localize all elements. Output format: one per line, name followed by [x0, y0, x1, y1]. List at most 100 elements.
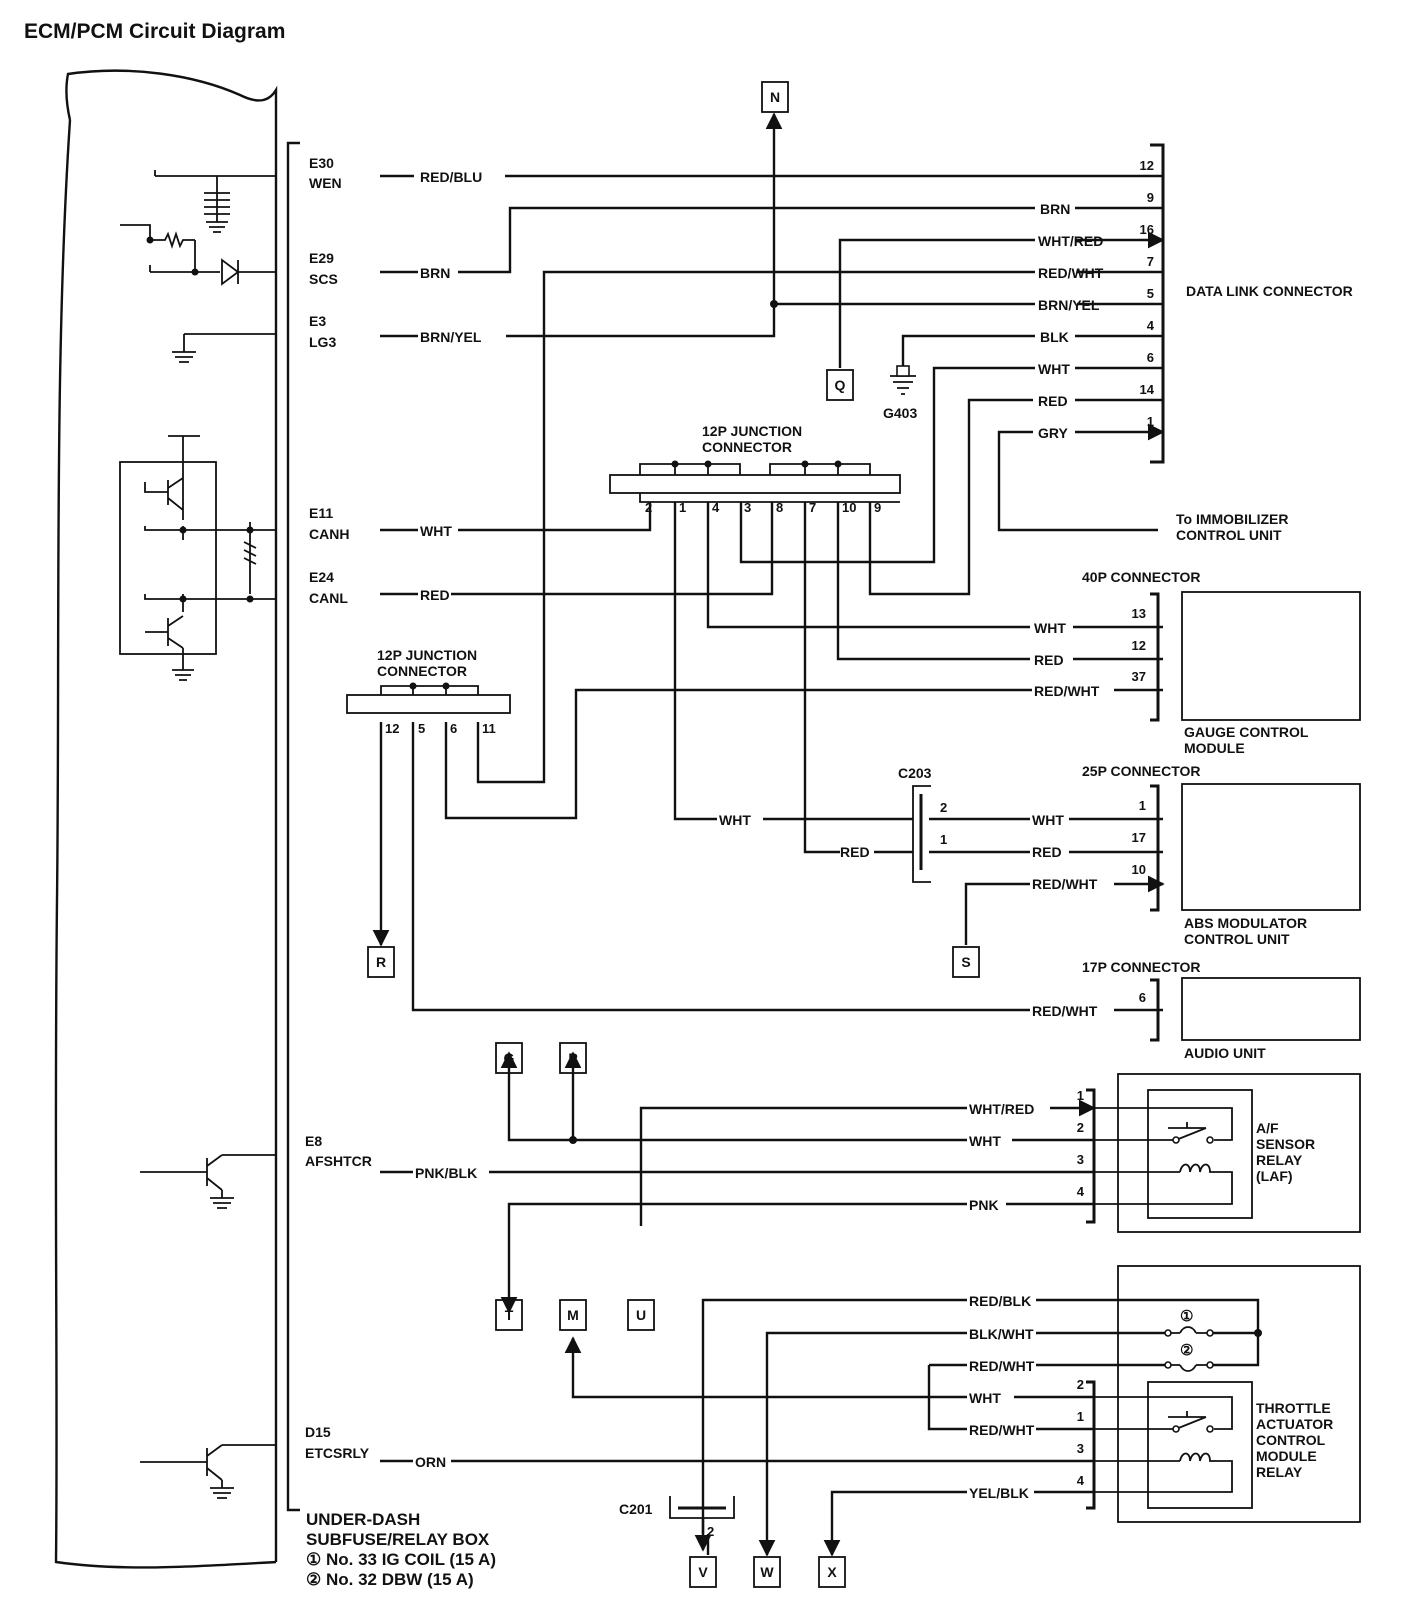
- throttle-relay: ① ② THROTTLE ACTUATOR CONTROL MODULE REL…: [415, 1265, 1361, 1523]
- wire-label: WHT/RED: [969, 1101, 1034, 1117]
- pin-number: 2: [1077, 1120, 1084, 1135]
- wire-label: RED/BLU: [420, 169, 482, 185]
- terminal-signal: SCS: [309, 271, 338, 287]
- svg-text:W: W: [760, 1564, 774, 1580]
- ref-box-m: M: [559, 1299, 587, 1331]
- ecm-terminals: E30 WEN E29 SCS E3 LG3 E11 CANH E24 CANL…: [305, 155, 372, 1461]
- ref-box-p: P: [559, 1042, 587, 1074]
- ground-g403: G403: [883, 365, 917, 421]
- connector-label: C201: [619, 1501, 653, 1517]
- pin-number: 10: [1132, 862, 1146, 877]
- immobilizer-label: To IMMOBILIZER CONTROL UNIT: [1176, 511, 1292, 543]
- wire-label: RED/WHT: [969, 1422, 1035, 1438]
- af-sensor-relay: A/F SENSOR RELAY (LAF) WHT/RED WHT PNK P…: [415, 1073, 1361, 1233]
- legend-title: UNDER-DASH: [306, 1510, 420, 1529]
- svg-text:N: N: [770, 89, 780, 105]
- module-label: AUDIO UNIT: [1184, 1045, 1266, 1061]
- legend-title: SUBFUSE/RELAY BOX: [306, 1530, 490, 1549]
- reference-boxes: N Q R S G P T M U V W X: [367, 81, 980, 1588]
- subfuse-legend: UNDER-DASH SUBFUSE/RELAY BOX ① No. 33 IG…: [306, 1510, 496, 1589]
- terminal-pin: E24: [309, 569, 334, 585]
- terminal-pin: E30: [309, 155, 334, 171]
- pin-number: 13: [1132, 606, 1146, 621]
- pin-number: 4: [1147, 318, 1155, 333]
- wire-label: RED/BLK: [969, 1293, 1031, 1309]
- pin-number: 1: [1077, 1088, 1084, 1103]
- fuse-mark: ①: [1180, 1308, 1193, 1325]
- audio-unit: 17P CONNECTOR AUDIO UNIT RED/WHT 6: [1032, 959, 1361, 1061]
- data-link-pin-numbers: 12 9 16 7 5 4 6 14 1: [1140, 158, 1155, 429]
- wire-label: RED/WHT: [1032, 1003, 1098, 1019]
- wire-label: WHT: [1032, 812, 1064, 828]
- pin-number: 6: [1139, 990, 1146, 1005]
- terminal-pin: D15: [305, 1424, 331, 1440]
- ref-box-r: R: [367, 946, 395, 978]
- junction-connector-upper: 12P JUNCTION CONNECTOR 2 1 4 3 8 7 10 9: [609, 423, 901, 515]
- pin-number: 1: [1147, 414, 1154, 429]
- svg-text:V: V: [698, 1564, 708, 1580]
- relay-label: THROTTLE ACTUATOR CONTROL MODULE RELAY: [1256, 1400, 1337, 1480]
- pin-number: 3: [1077, 1152, 1084, 1167]
- terminal-pin: E29: [309, 250, 334, 266]
- ref-box-n: N: [761, 81, 789, 113]
- pin-number: 14: [1140, 382, 1155, 397]
- terminal-signal: AFSHTCR: [305, 1153, 372, 1169]
- ecm-connector-bracket: [286, 141, 300, 1512]
- ecm-outline-left: [54, 119, 277, 1569]
- wire-label: BLK/WHT: [969, 1326, 1034, 1342]
- pin-number: 11: [482, 721, 496, 736]
- wires: [372, 114, 1262, 1555]
- wire-label: PNK/BLK: [415, 1165, 477, 1181]
- wire-label: BRN: [1040, 201, 1070, 217]
- pin-number: 4: [1077, 1473, 1085, 1488]
- wire-label: BRN/YEL: [420, 329, 482, 345]
- junction-connector-lower: 12P JUNCTION CONNECTOR 12 5 6 11: [346, 647, 511, 736]
- relay-label: A/F SENSOR RELAY (LAF): [1256, 1120, 1319, 1184]
- pin-number: 2: [1077, 1377, 1084, 1392]
- pin-number: 7: [809, 500, 816, 515]
- connector-label: 17P CONNECTOR: [1082, 959, 1201, 975]
- pin-number: 2: [707, 1524, 714, 1539]
- svg-text:Q: Q: [835, 377, 846, 393]
- page-title: ECM/PCM Circuit Diagram: [24, 20, 285, 43]
- junction-label: 12P JUNCTION CONNECTOR: [377, 647, 481, 679]
- ecm-internal-circuits: [119, 170, 276, 1499]
- svg-text:U: U: [636, 1307, 646, 1323]
- terminal-signal: WEN: [309, 175, 342, 191]
- pin-number: 16: [1140, 222, 1154, 237]
- wire-label: PNK: [969, 1197, 999, 1213]
- legend-fuse: ① No. 33 IG COIL (15 A): [306, 1550, 496, 1569]
- wire-label: RED/WHT: [969, 1358, 1035, 1374]
- ref-box-g: G: [495, 1042, 523, 1074]
- terminal-signal: ETCSRLY: [305, 1445, 370, 1461]
- pin-number: 12: [1140, 158, 1154, 173]
- connector-c201: C201 2: [619, 1496, 735, 1552]
- svg-text:R: R: [376, 954, 386, 970]
- pin-number: 4: [1077, 1184, 1085, 1199]
- ground-label: G403: [883, 405, 917, 421]
- wire-label: WHT: [1034, 620, 1066, 636]
- pin-number: 3: [744, 500, 751, 515]
- pin-number: 10: [842, 500, 856, 515]
- pin-number: 2: [940, 800, 947, 815]
- wire-label: RED/WHT: [1032, 876, 1098, 892]
- junction-label: 12P JUNCTION CONNECTOR: [702, 423, 806, 455]
- wire-label: BLK: [1040, 329, 1069, 345]
- wire-label: WHT: [719, 812, 751, 828]
- wire-label: RED/WHT: [1034, 683, 1100, 699]
- data-link-label: DATA LINK CONNECTOR: [1186, 283, 1353, 299]
- wire-label: WHT: [969, 1390, 1001, 1406]
- wire-label: BRN: [420, 265, 450, 281]
- legend-fuse: ② No. 32 DBW (15 A): [306, 1570, 474, 1589]
- pin-number: 7: [1147, 254, 1154, 269]
- pin-number: 1: [679, 500, 686, 515]
- ref-box-x: X: [818, 1556, 846, 1588]
- svg-text:P: P: [568, 1050, 577, 1066]
- pin-number: 4: [712, 500, 720, 515]
- module-label: GAUGE CONTROL MODULE: [1184, 724, 1312, 756]
- terminal-pin: E8: [305, 1133, 322, 1149]
- wire-label: BRN/YEL: [1038, 297, 1100, 313]
- data-link-wire-labels: RED/BLU BRN BRN/YEL WHT RED BRN WHT/RED …: [420, 169, 1104, 603]
- connector-label: 25P CONNECTOR: [1082, 763, 1201, 779]
- wire-label: RED: [1034, 652, 1064, 668]
